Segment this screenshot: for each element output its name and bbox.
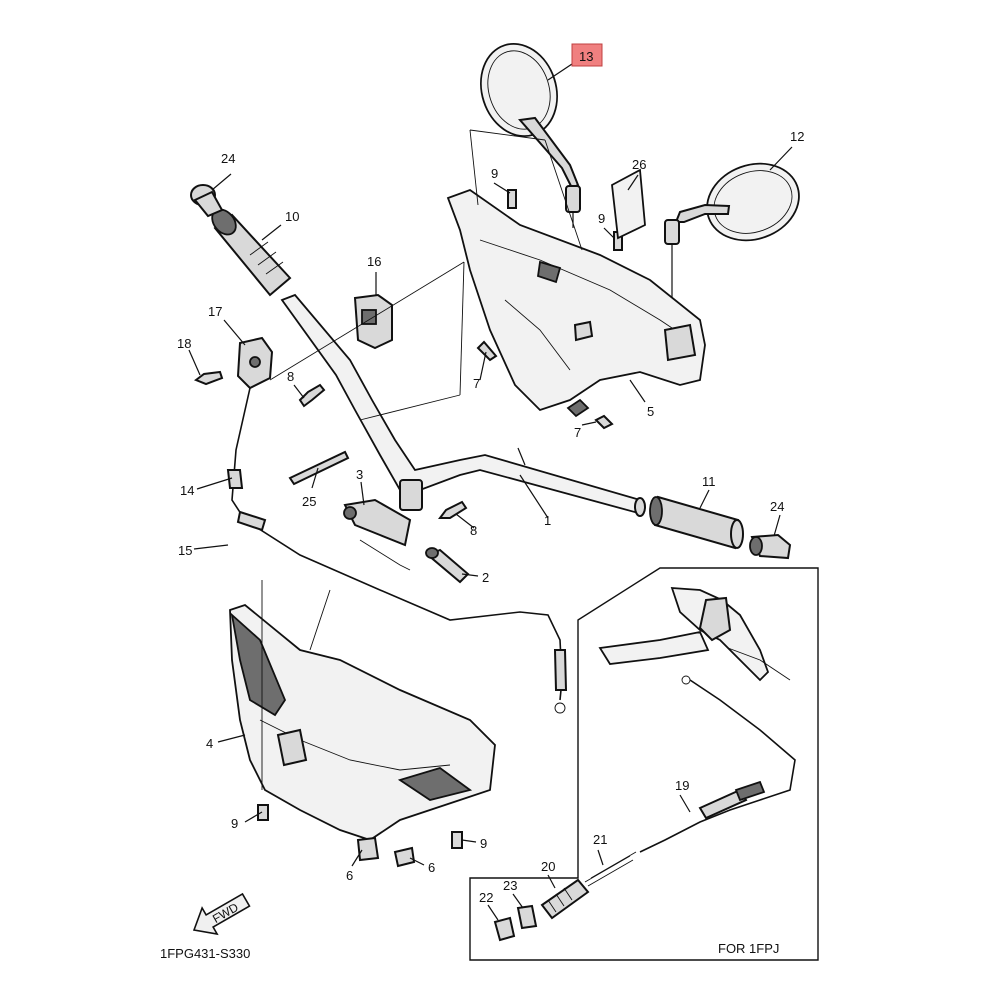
callout-8-bottom: 8 (470, 523, 477, 538)
left-mirror (480, 42, 581, 228)
screw-9-left-bottom (257, 804, 269, 821)
callout-5: 5 (647, 404, 654, 419)
callout-4: 4 (206, 736, 213, 751)
callout-21: 21 (593, 832, 607, 847)
right-grip (649, 495, 744, 550)
callout-15: 15 (178, 543, 192, 558)
callout-7-right: 7 (574, 425, 581, 440)
callout-9-right: 9 (598, 211, 605, 226)
callout-6-right: 6 (428, 860, 435, 875)
bolt-9-top (507, 189, 517, 209)
bolt-2 (425, 547, 470, 584)
leader-lines (188, 59, 793, 867)
cable-guide (236, 336, 274, 390)
inset-label: FOR 1FPJ (718, 941, 779, 956)
bolt-8b (438, 500, 468, 519)
callout-9-bottom-right: 9 (480, 836, 487, 851)
clip-6a (356, 836, 380, 862)
callout-23: 23 (503, 878, 517, 893)
handle-cover-rear (229, 603, 496, 841)
callout-7-left: 7 (473, 376, 480, 391)
fwd-arrow-icon: FWD (192, 892, 251, 936)
callout-14: 14 (180, 483, 194, 498)
left-end-weight (190, 184, 224, 218)
callout-20: 20 (541, 859, 555, 874)
bracket-3 (343, 498, 412, 571)
bolt-18 (193, 370, 224, 386)
callout-labels: 13 12 26 24 10 9 9 16 17 18 8 7 5 7 3 14… (177, 49, 804, 905)
callout-16: 16 (367, 254, 381, 269)
callout-6-left: 6 (346, 868, 353, 883)
highlight-box-13 (571, 43, 603, 67)
right-end-weight (749, 533, 792, 560)
brake-cable (226, 387, 568, 714)
diagram-code: 1FPG431-S330 (160, 946, 250, 961)
callout-2: 2 (482, 570, 489, 585)
callout-22: 22 (479, 890, 493, 905)
handle-cover-front (446, 188, 706, 412)
callout-19: 19 (675, 778, 689, 793)
callout-1: 1 (544, 513, 551, 528)
left-grip (211, 208, 292, 297)
callout-18: 18 (177, 336, 191, 351)
bolt-8a (298, 383, 326, 408)
callout-25: 25 (302, 494, 316, 509)
callout-12: 12 (790, 129, 804, 144)
callout-11: 11 (702, 474, 716, 489)
clip-6b (393, 846, 416, 868)
rod-25 (288, 450, 350, 486)
callout-17: 17 (208, 304, 222, 319)
callout-26: 26 (632, 157, 646, 172)
callout-10: 10 (285, 209, 299, 224)
bolt-7b (566, 398, 614, 430)
handlebar (280, 293, 646, 517)
callout-9-top: 9 (491, 166, 498, 181)
pad-26 (611, 168, 646, 240)
right-mirror (664, 162, 800, 300)
callout-24-left: 24 (221, 151, 235, 166)
callout-8-top: 8 (287, 369, 294, 384)
callout-13: 13 (579, 49, 593, 64)
inset-box (469, 567, 819, 961)
callout-3: 3 (356, 467, 363, 482)
holder (353, 293, 393, 350)
screw-9-right-bottom (451, 831, 463, 849)
callout-24-right: 24 (770, 499, 784, 514)
callout-9-bottom-left: 9 (231, 816, 238, 831)
bolt-7a (476, 340, 498, 362)
